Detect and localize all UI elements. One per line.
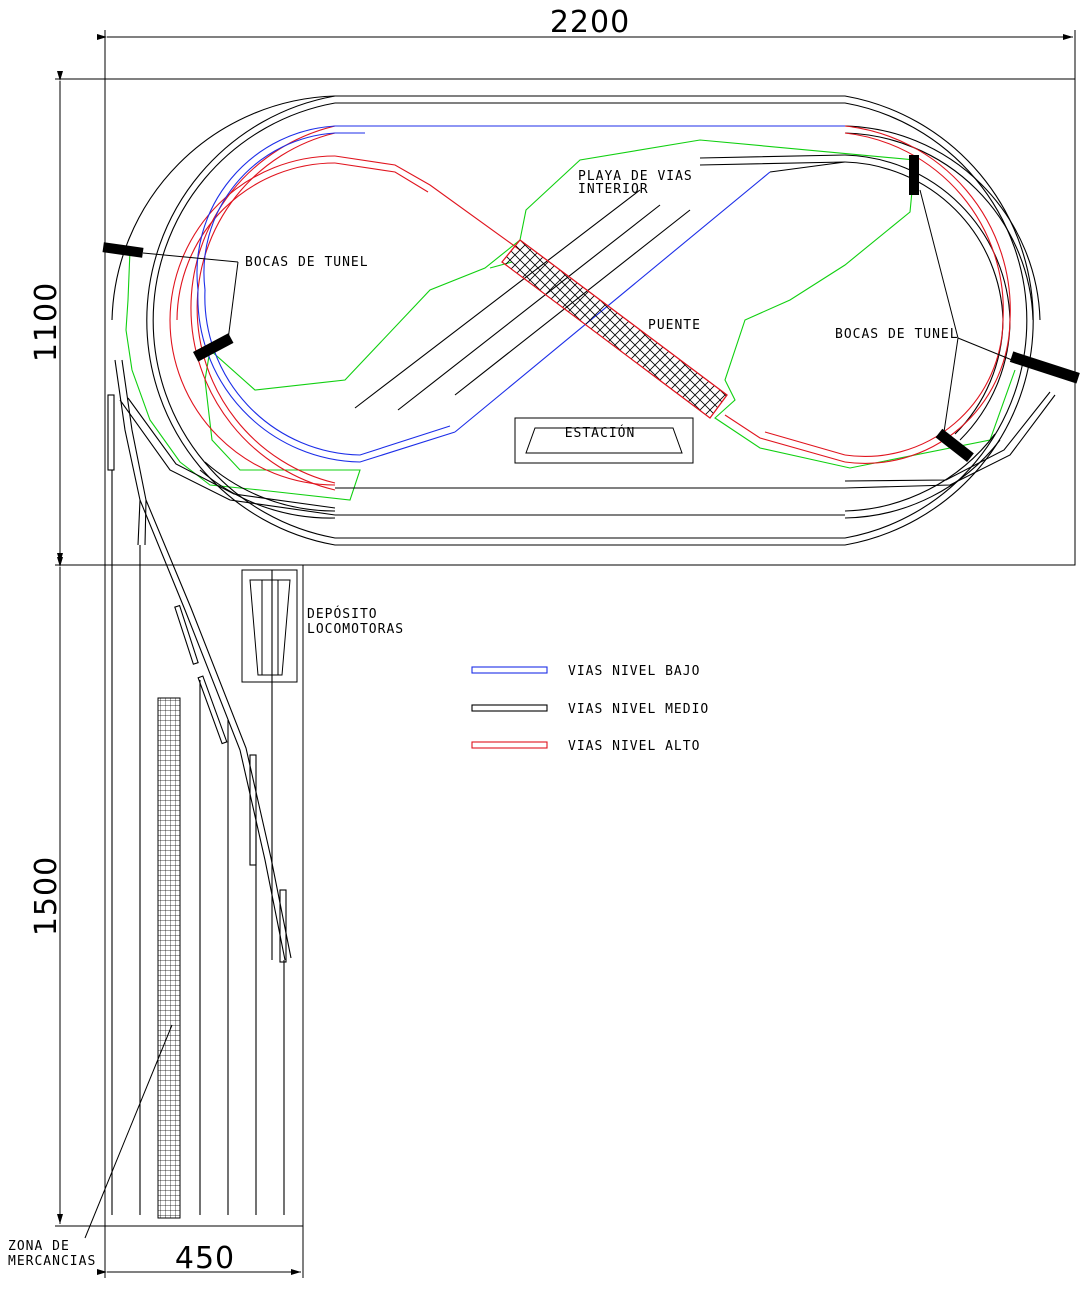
- dimension-lines: [55, 30, 1076, 1278]
- legend-item-low: VIAS NIVEL BAJO: [471, 664, 700, 679]
- tunnel-mouths-right-label: BOCAS DE TUNEL: [835, 327, 959, 342]
- bridge-label: PUENTE: [648, 318, 701, 333]
- scenery-outline: [125, 139, 1016, 501]
- leader-lines: [84, 189, 1013, 1239]
- tunnel-mouths: [102, 155, 1080, 463]
- dimension-bottom-width: 450: [175, 1241, 235, 1276]
- legend: VIAS NIVEL BAJO VIAS NIVEL MEDIO VIAS NI…: [471, 664, 709, 754]
- baseboard-outline: [104, 78, 1076, 1227]
- depot-label-2: LOCOMOTORAS: [307, 622, 404, 637]
- legend-item-high: VIAS NIVEL ALTO: [471, 739, 700, 754]
- dimension-left-lower-height: 1500: [29, 856, 64, 936]
- tunnel-mouths-left-label: BOCAS DE TUNEL: [245, 255, 369, 270]
- freight-zone-label-1: ZONA DE: [8, 1239, 70, 1254]
- legend-label-mid: VIAS NIVEL MEDIO: [568, 702, 709, 717]
- legend-label-high: VIAS NIVEL ALTO: [568, 739, 700, 754]
- station-label: ESTACIÓN: [565, 425, 636, 441]
- legend-swatch-high: [471, 741, 548, 749]
- bridge: [501, 239, 728, 419]
- freight-zone-label-2: MERCANCIAS: [8, 1254, 96, 1269]
- mid-level-tracks: [107, 95, 1056, 1215]
- dimension-left-upper-height: 1100: [29, 282, 64, 362]
- legend-label-low: VIAS NIVEL BAJO: [568, 664, 700, 679]
- freight-platform: [157, 697, 181, 1219]
- legend-swatch-low: [471, 666, 548, 674]
- locomotive-depot: [241, 569, 298, 683]
- high-level-tracks: [169, 125, 1011, 491]
- legend-swatch-mid: [471, 704, 548, 712]
- station-building: [514, 417, 694, 464]
- low-level-tracks: [196, 125, 845, 463]
- dimension-top-width: 2200: [550, 5, 630, 40]
- depot-label-1: DEPÓSITO: [307, 606, 378, 622]
- interior-yard-label-2: INTERIOR: [578, 182, 649, 197]
- legend-item-mid: VIAS NIVEL MEDIO: [471, 702, 709, 717]
- interior-yard-label-1: PLAYA DE VIAS: [578, 169, 693, 184]
